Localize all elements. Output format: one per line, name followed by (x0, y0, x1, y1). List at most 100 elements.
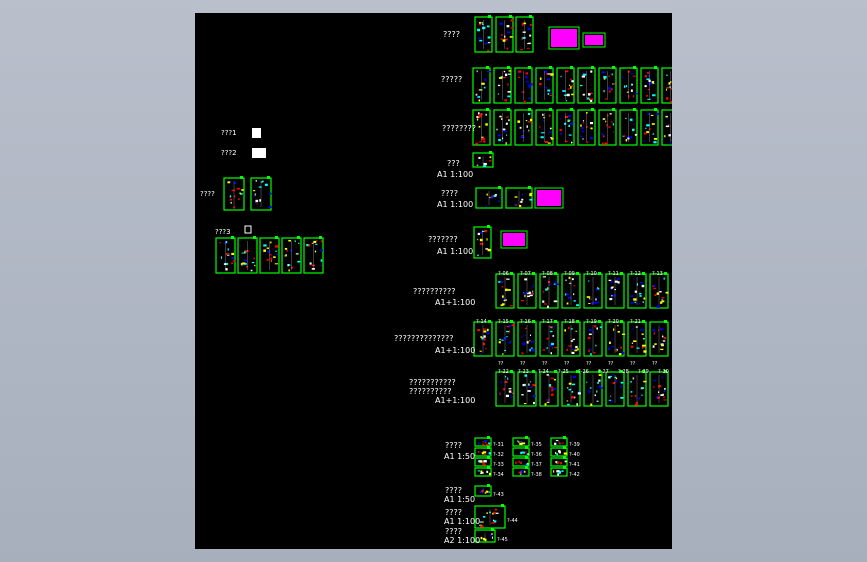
drawing-sheet[interactable] (473, 225, 492, 259)
drawing-sheet[interactable] (619, 66, 638, 104)
cad-model-space[interactable]: ???1 ???2 ???? ???3 ???? ????? ???????? … (195, 13, 672, 549)
sheet-number: ?? (564, 361, 570, 367)
drawing-sheet[interactable] (605, 272, 625, 309)
drawing-sheet[interactable] (661, 108, 672, 146)
drawing-sheet[interactable] (535, 108, 554, 146)
label-row8-a: ?????????????? (394, 334, 453, 343)
sheet-number: ?-30 (658, 369, 669, 375)
drawing-sheet[interactable] (493, 66, 512, 104)
drawing-sheet[interactable] (582, 32, 606, 48)
cad-drawing-viewport[interactable]: ???1 ???2 ???? ???3 ???? ????? ???????? … (195, 13, 672, 549)
drawing-sheet[interactable] (649, 370, 669, 407)
drawing-sheet[interactable] (512, 456, 530, 467)
label-row1: ???? (443, 30, 460, 39)
drawing-sheet[interactable] (550, 456, 568, 467)
drawing-sheet[interactable] (583, 272, 603, 309)
drawing-sheet[interactable] (474, 15, 493, 53)
drawing-sheet[interactable] (250, 176, 272, 211)
drawing-sheet[interactable] (561, 272, 581, 309)
drawing-sheet[interactable] (215, 236, 236, 274)
drawing-sheet[interactable] (598, 108, 617, 146)
drawing-sheet[interactable] (495, 320, 516, 357)
drawing-sheet[interactable] (303, 236, 324, 274)
drawing-sheet[interactable] (474, 504, 506, 529)
drawing-sheet[interactable] (539, 370, 559, 407)
drawing-sheet[interactable] (661, 66, 672, 104)
drawing-sheet[interactable] (619, 108, 638, 146)
drawing-sheet[interactable] (539, 272, 559, 309)
drawing-sheet[interactable] (561, 370, 581, 407)
drawing-sheet[interactable] (550, 436, 568, 447)
drawing-sheet[interactable] (473, 320, 493, 357)
drawing-sheet[interactable] (515, 15, 534, 53)
drawing-sheet[interactable] (500, 230, 528, 249)
sheet-thumb-small[interactable] (244, 225, 252, 234)
drawing-sheet[interactable] (649, 272, 669, 309)
drawing-sheet[interactable] (640, 66, 659, 104)
sheet-thumb-small[interactable] (252, 128, 261, 138)
drawing-sheet[interactable] (281, 236, 302, 274)
drawing-sheet[interactable] (517, 272, 537, 309)
label-row9-c: A1+1:100 (435, 396, 475, 405)
drawing-sheet[interactable] (550, 446, 568, 457)
drawing-sheet[interactable] (534, 187, 564, 209)
drawing-sheet[interactable] (583, 320, 603, 357)
drawing-sheet[interactable] (472, 151, 494, 168)
sheet-number: ?-21 (630, 319, 641, 325)
sheet-thumb-small[interactable] (252, 148, 266, 158)
drawing-sheet[interactable] (627, 272, 647, 309)
drawing-sheet[interactable] (605, 320, 626, 357)
drawing-sheet[interactable] (605, 370, 625, 407)
drawing-sheet[interactable] (475, 186, 503, 209)
drawing-sheet[interactable] (474, 528, 496, 543)
drawing-sheet[interactable] (237, 236, 258, 274)
label-row4-b: A1 1:100 (437, 170, 473, 179)
drawing-sheet[interactable] (627, 370, 647, 407)
drawing-sheet[interactable] (577, 108, 596, 146)
sheet-number: ?-38 (531, 472, 542, 478)
sheet-number: ?-09 (564, 271, 575, 277)
drawing-sheet[interactable] (517, 370, 537, 407)
sheet-number: ?-43 (493, 492, 504, 498)
drawing-sheet[interactable] (493, 108, 512, 146)
drawing-labels: ???1 ???2 ???? ???3 ???? ????? ???????? … (200, 30, 480, 545)
drawing-sheet[interactable] (474, 436, 492, 447)
drawing-sheet[interactable] (640, 108, 659, 146)
drawing-sheet[interactable] (474, 446, 492, 457)
drawing-sheet[interactable] (474, 484, 492, 497)
drawing-sheet[interactable] (539, 320, 559, 357)
label-item2: ???2 (221, 149, 237, 157)
drawing-sheet[interactable] (495, 15, 514, 53)
drawing-sheet[interactable] (474, 466, 492, 477)
drawing-sheet[interactable] (583, 370, 603, 407)
drawing-sheet[interactable] (495, 272, 515, 309)
drawing-sheet[interactable] (472, 66, 491, 104)
drawing-sheet[interactable] (512, 446, 530, 457)
label-row4-a: ??? (447, 159, 460, 168)
sheet-number: ?? (586, 361, 592, 367)
drawing-sheet[interactable] (495, 370, 515, 407)
drawing-sheet[interactable] (598, 66, 617, 104)
drawing-sheet[interactable] (649, 320, 669, 357)
drawing-sheet[interactable] (514, 108, 533, 146)
label-row5-b: A1 1:100 (437, 200, 473, 209)
drawing-sheet[interactable] (627, 320, 647, 357)
drawing-sheet[interactable] (561, 320, 581, 357)
drawing-sheet[interactable] (548, 26, 580, 50)
drawing-sheet[interactable] (472, 108, 491, 146)
drawing-sheet[interactable] (514, 66, 533, 104)
drawing-sheet[interactable] (505, 186, 533, 209)
sheet-number: ?-07 (520, 271, 531, 277)
drawing-sheet[interactable] (512, 436, 530, 447)
drawing-sheet[interactable] (556, 66, 575, 104)
drawing-sheet[interactable] (556, 108, 575, 146)
drawing-sheet[interactable] (535, 66, 554, 104)
drawing-sheet[interactable] (512, 466, 530, 477)
label-row11-a: ???? (445, 486, 462, 495)
drawing-sheet[interactable] (223, 176, 245, 211)
drawing-sheet[interactable] (577, 66, 596, 104)
drawing-sheet[interactable] (550, 466, 568, 477)
drawing-sheet[interactable] (474, 456, 492, 467)
drawing-sheet[interactable] (259, 236, 280, 274)
drawing-sheet[interactable] (517, 320, 537, 357)
